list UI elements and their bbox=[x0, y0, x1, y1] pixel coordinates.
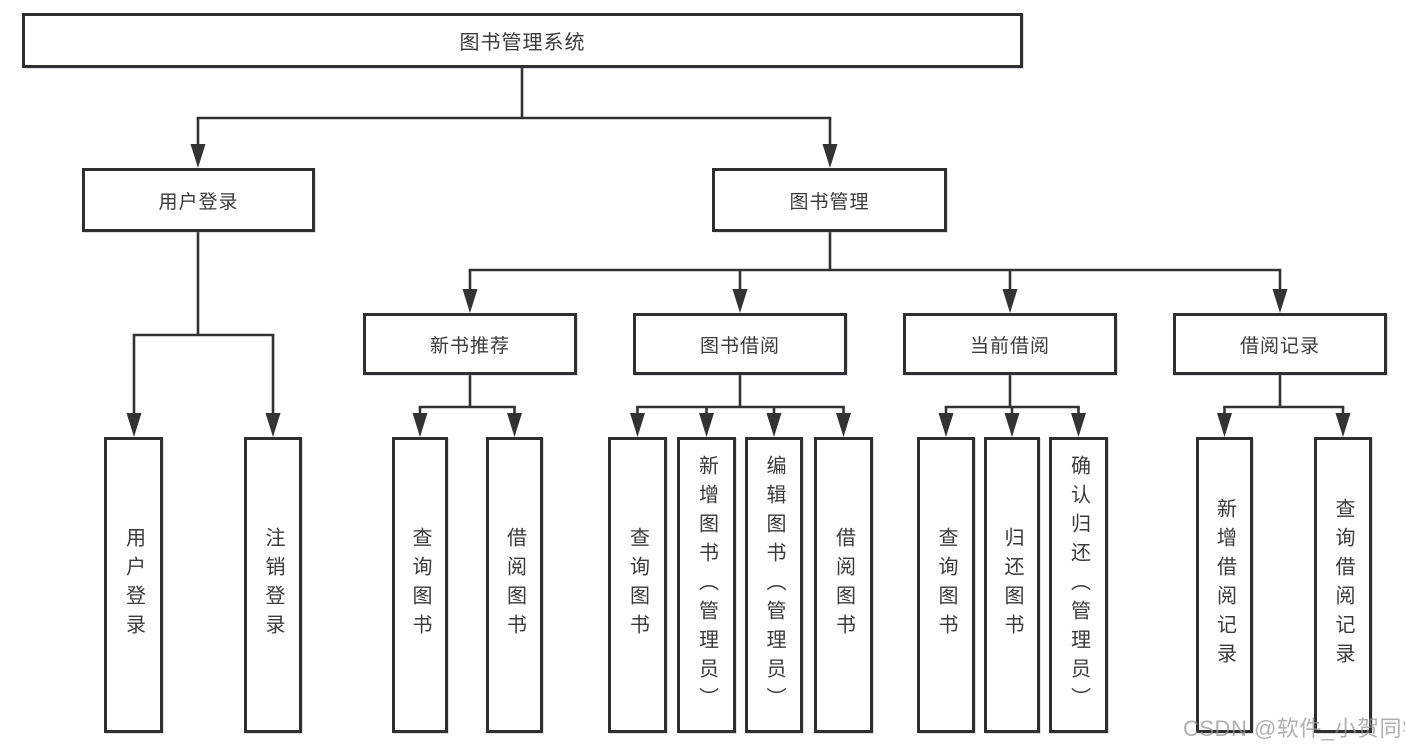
node-leaf-logout: 注销登录 bbox=[244, 437, 302, 733]
node-user-login: 用户登录 bbox=[82, 168, 315, 232]
node-label: 新书推荐 bbox=[429, 335, 510, 357]
node-label: 编辑图书（管理员） bbox=[763, 454, 785, 716]
node-leaf-query-books-borrow: 查询图书 bbox=[608, 437, 667, 733]
node-label: 查询图书 bbox=[935, 527, 957, 643]
node-label: 图书管理 bbox=[789, 191, 870, 213]
connector-root-to-level2 bbox=[190, 68, 838, 168]
node-label: 确认归还（管理员） bbox=[1067, 454, 1090, 716]
node-leaf-query-books-recommend: 查询图书 bbox=[392, 437, 448, 733]
connector-book-management-to-level3 bbox=[462, 232, 1288, 313]
node-leaf-edit-books-admin: 编辑图书（管理员） bbox=[745, 437, 803, 733]
connector-new-book-recommend-to-leaves bbox=[412, 375, 522, 437]
node-leaf-query-borrow-record: 查询借阅记录 bbox=[1314, 437, 1372, 733]
node-label: 新增借阅记录 bbox=[1213, 498, 1236, 672]
node-label: 借阅图书 bbox=[832, 527, 855, 643]
node-label: 注销登录 bbox=[262, 527, 284, 643]
node-label: 当前借阅 bbox=[969, 335, 1050, 357]
node-borrow-records: 借阅记录 bbox=[1173, 313, 1387, 375]
node-leaf-add-books-admin: 新增图书（管理员） bbox=[677, 437, 736, 733]
node-root-library-management-system: 图书管理系统 bbox=[22, 13, 1023, 68]
node-leaf-borrow-books: 借阅图书 bbox=[814, 437, 873, 733]
watermark: CSDN @软件_小贺同学 bbox=[1183, 716, 1405, 741]
node-label: 借阅图书 bbox=[503, 527, 526, 643]
connector-user-login-to-leaves bbox=[126, 232, 281, 437]
node-label: 图书管理系统 bbox=[459, 32, 586, 54]
node-label: 图书借阅 bbox=[699, 335, 780, 357]
node-label: 查询借阅记录 bbox=[1332, 498, 1354, 672]
node-leaf-query-books-current: 查询图书 bbox=[917, 437, 975, 733]
connector-borrow-records-to-leaves bbox=[1217, 375, 1351, 437]
node-label: 归还图书 bbox=[1001, 527, 1023, 643]
connector-book-borrow-to-leaves bbox=[630, 375, 851, 437]
node-leaf-user-login: 用户登录 bbox=[104, 437, 163, 733]
node-leaf-borrow-books-recommend: 借阅图书 bbox=[486, 437, 543, 733]
node-book-management: 图书管理 bbox=[712, 168, 947, 232]
node-label: 查询图书 bbox=[626, 527, 649, 643]
connector-current-borrow-to-leaves bbox=[938, 375, 1086, 437]
node-label: 借阅记录 bbox=[1239, 335, 1320, 357]
node-label: 新增图书（管理员） bbox=[695, 454, 718, 716]
node-new-book-recommend: 新书推荐 bbox=[363, 313, 577, 375]
node-leaf-add-borrow-record: 新增借阅记录 bbox=[1196, 437, 1253, 733]
node-label: 查询图书 bbox=[409, 527, 431, 643]
node-current-borrow: 当前借阅 bbox=[903, 313, 1117, 375]
node-label: 用户登录 bbox=[158, 191, 239, 213]
node-label: 用户登录 bbox=[122, 527, 145, 643]
node-leaf-confirm-return-admin: 确认归还（管理员） bbox=[1049, 437, 1108, 733]
node-leaf-return-books: 归还图书 bbox=[984, 437, 1040, 733]
node-book-borrow: 图书借阅 bbox=[633, 313, 847, 375]
